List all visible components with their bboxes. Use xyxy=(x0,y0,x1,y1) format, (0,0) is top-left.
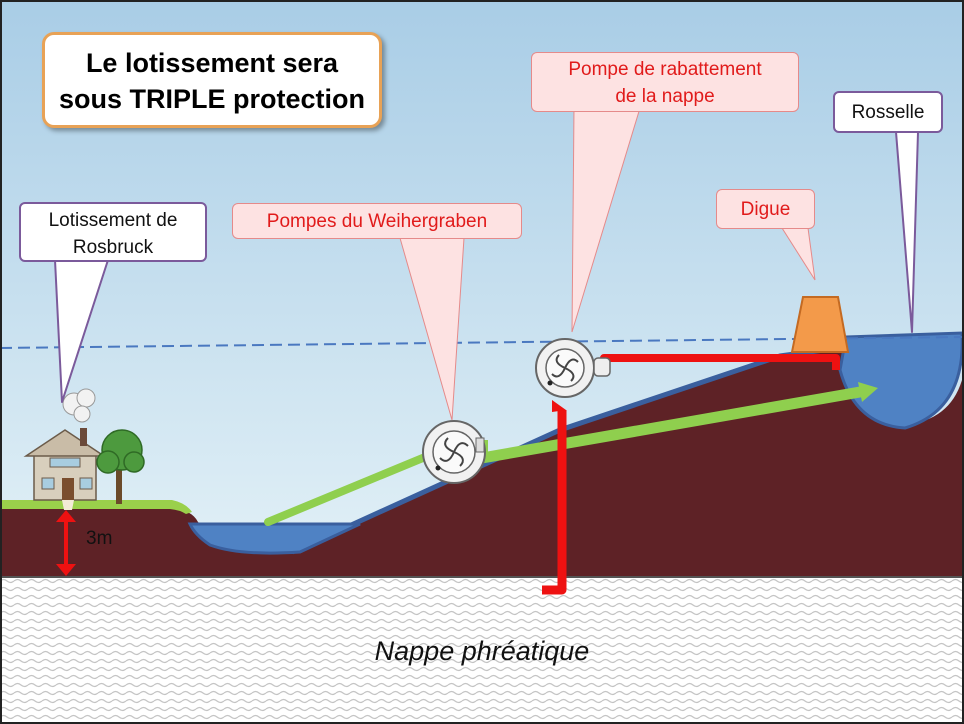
weihergraben-pump-icon xyxy=(422,420,486,484)
weihergraben-callout: Pompes du Weihergraben xyxy=(232,203,522,239)
weihergraben-pond xyxy=(187,522,361,555)
green-pipe-pond xyxy=(264,451,434,526)
title-line-2: sous TRIPLE protection xyxy=(58,84,366,114)
lotissement-line-1: Lotissement de xyxy=(48,210,178,231)
rabattement-callout: Pompe de rabattement de la nappe xyxy=(531,52,799,112)
smoke-icon xyxy=(62,388,96,423)
grass xyxy=(0,500,192,514)
rosselle-callout: Rosselle xyxy=(833,91,943,133)
depth-label: 3m xyxy=(86,528,113,549)
ground xyxy=(0,347,964,576)
red-pipe-tip xyxy=(552,400,566,412)
lotissement-line-2: Rosbruck xyxy=(72,237,154,258)
title-line-1: Le lotissement sera xyxy=(85,48,339,78)
red-pipe-vertical xyxy=(542,410,567,595)
dike xyxy=(790,296,850,353)
house-icon xyxy=(23,428,107,510)
tree-icon xyxy=(96,429,145,504)
lotissement-callout: Lotissement de Rosbruck xyxy=(19,202,207,262)
rabattement-line-1: Pompe de rabattement xyxy=(568,59,762,80)
rabattement-line-2: de la nappe xyxy=(615,86,715,107)
digue-callout: Digue xyxy=(716,189,815,229)
green-pipe-river xyxy=(476,386,866,464)
nappe-label: Nappe phréatique xyxy=(374,636,590,666)
groundwater-area xyxy=(0,576,964,724)
depth-arrow xyxy=(56,510,76,576)
green-arrow-head xyxy=(858,382,878,402)
rabattement-pump-icon xyxy=(535,338,611,398)
title-box: Le lotissement sera sous TRIPLE protecti… xyxy=(42,32,382,128)
